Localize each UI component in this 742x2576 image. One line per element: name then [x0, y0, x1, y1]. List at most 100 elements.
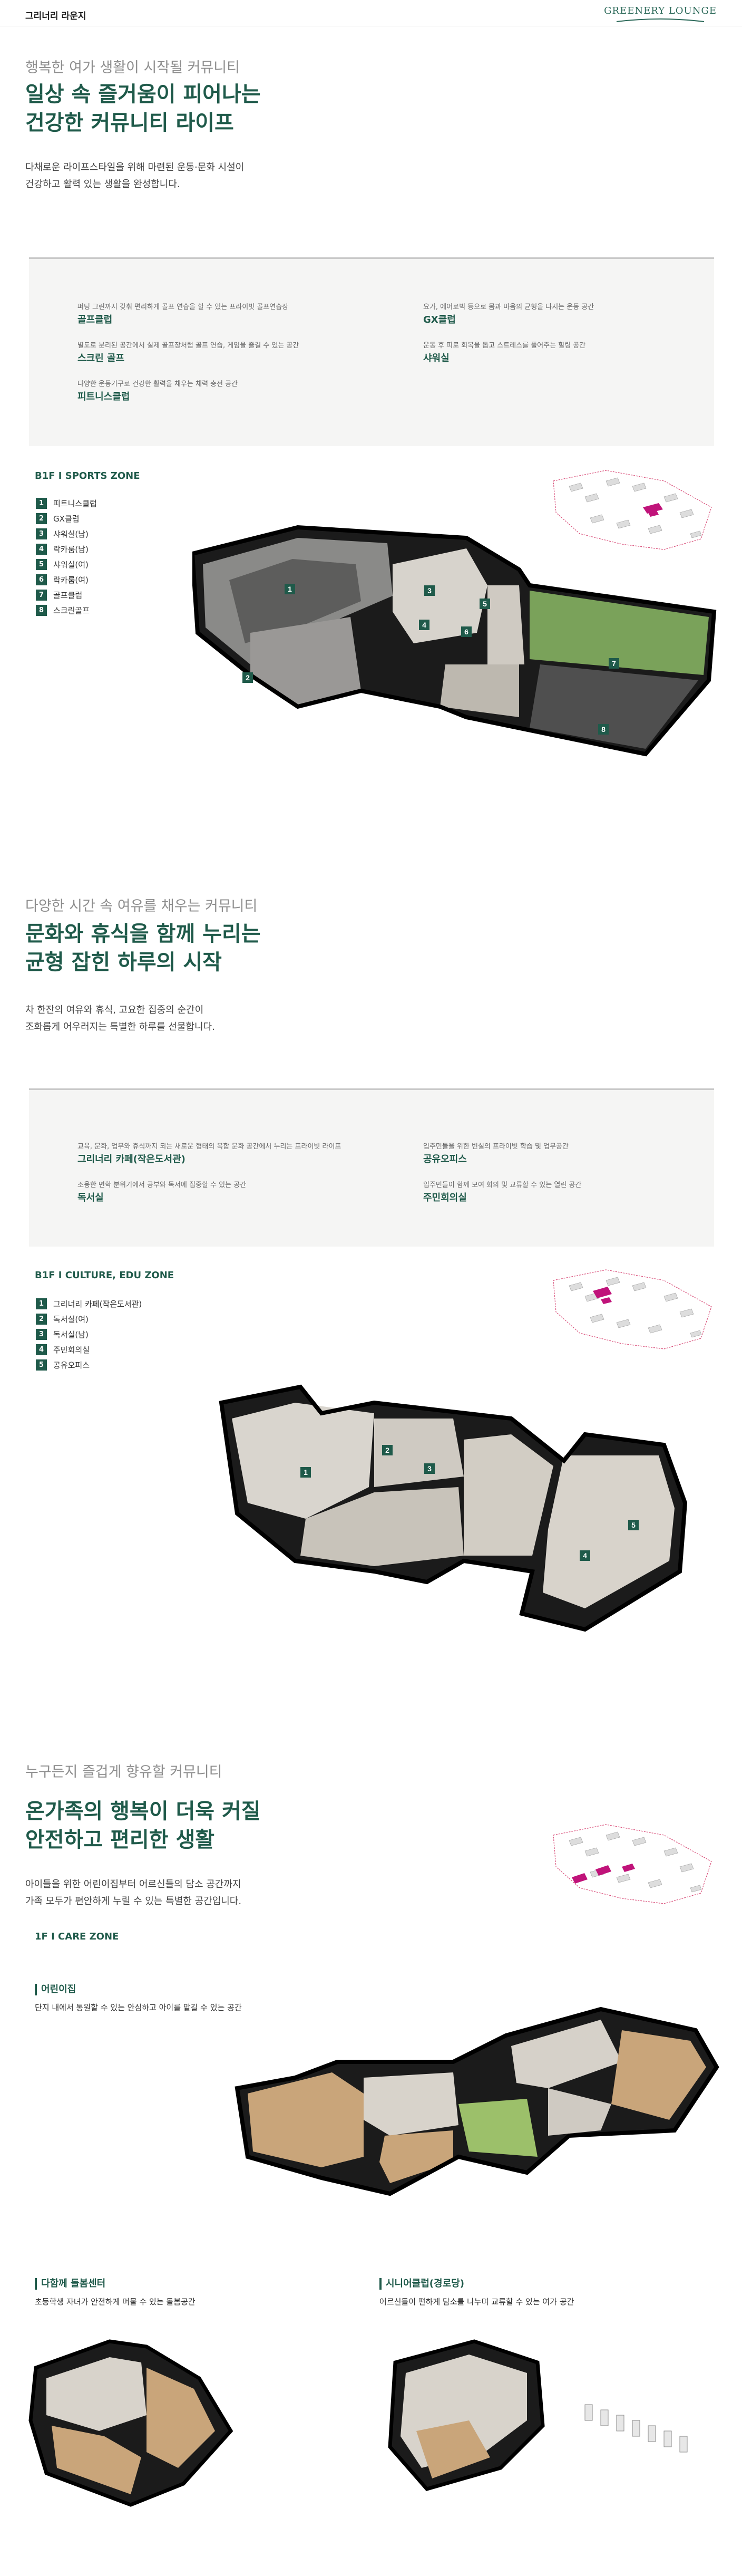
svg-text:2: 2 — [385, 1446, 389, 1454]
legend-label: 독서실(남) — [53, 1330, 89, 1339]
care-description: 아이들을 위한 어린이집부터 어르신들의 담소 공간까지 가족 모두가 편안하게… — [25, 1876, 241, 1910]
culture-desc-line-1: 차 한잔의 여유와 휴식, 고요한 집중의 순간이 — [25, 1005, 204, 1016]
legend-number: 4 — [36, 544, 47, 555]
facility-sub: 운동 후 피로 회복을 돕고 스트레스를 풀어주는 힐링 공간 — [423, 342, 586, 350]
legend-item: 2 독서실(여) — [36, 1311, 142, 1327]
daycare-floor-plan — [232, 1999, 722, 2210]
facility-item: 입주민들이 함께 모여 회의 및 교류할 수 있는 열린 공간 주민회의실 — [423, 1180, 581, 1205]
legend-label: 그리너리 카페(작은도서관) — [53, 1299, 142, 1309]
brand-swoosh-icon — [616, 18, 705, 22]
svg-text:1: 1 — [288, 585, 292, 593]
legend-number: 7 — [36, 590, 47, 601]
legend-item: 3 샤워실(남) — [36, 526, 97, 542]
sports-zone-title: B1F I SPORTS ZONE — [35, 470, 140, 481]
legend-item: 3 독서실(남) — [36, 1327, 142, 1342]
facility-name: 그리너리 카페(작은도서관) — [77, 1154, 186, 1165]
facility-sub: 교육, 문화, 업무와 휴식까지 되는 새로운 형태의 복합 문화 공간에서 누… — [77, 1143, 341, 1151]
sports-key-plan-map — [543, 465, 722, 555]
legend-item: 6 락카룸(여) — [36, 572, 97, 587]
facility-item: 운동 후 피로 회복을 돕고 스트레스를 풀어주는 힐링 공간 샤워실 — [423, 341, 585, 366]
legend-label: 샤워실(여) — [53, 560, 89, 570]
legend-number: 5 — [36, 559, 47, 570]
svg-text:1: 1 — [304, 1468, 308, 1477]
legend-label: 샤워실(남) — [53, 529, 89, 539]
facility-item: 별도로 분리된 공간에서 실제 골프장처럼 골프 연습, 게임을 즐길 수 있는… — [77, 341, 299, 366]
legend-item: 4 락카룸(남) — [36, 542, 97, 557]
facility-name: 독서실 — [77, 1192, 104, 1203]
facility-item: 요가, 에어로빅 등으로 몸과 마음의 균형을 다지는 운동 공간 GX클럽 — [423, 302, 594, 327]
legend-label: 독서실(여) — [53, 1315, 89, 1324]
legend-number: 2 — [36, 1314, 47, 1325]
culture-kicker: 다양한 시간 속 여유를 채우는 커뮤니티 — [25, 898, 258, 914]
legend-label: 락카룸(남) — [53, 545, 89, 554]
legend-label: 공유오피스 — [53, 1361, 90, 1370]
legend-label: 스크린골프 — [53, 606, 90, 615]
culture-headline-line-2: 균형 잡힌 하루의 시작 — [25, 950, 222, 975]
facility-sub: 요가, 에어로빅 등으로 몸과 마음의 균형을 다지는 운동 공간 — [423, 303, 594, 311]
legend-item: 8 스크린골프 — [36, 603, 97, 618]
carecenter-name: 다함께 돌봄센터 — [35, 2278, 196, 2290]
svg-text:2: 2 — [246, 673, 250, 682]
facility-name: 골프클럽 — [77, 314, 113, 325]
care-zone-title: 1F I CARE ZONE — [35, 1931, 119, 1942]
culture-zone-title: B1F I CULTURE, EDU ZONE — [35, 1270, 174, 1281]
sports-headline: 일상 속 즐거움이 피어나는 건강한 커뮤니티 라이프 — [25, 80, 261, 137]
sports-desc-line-1: 다채로운 라이프스타일을 위해 마련된 운동·문화 시설이 — [25, 162, 245, 173]
legend-number: 8 — [36, 605, 47, 616]
legend-item: 7 골프클럽 — [36, 587, 97, 603]
legend-number: 3 — [36, 528, 47, 539]
facility-sub: 조용한 면학 분위기에서 공부와 독서에 집중할 수 있는 공간 — [77, 1181, 247, 1189]
svg-text:4: 4 — [422, 621, 426, 629]
culture-headline-line-1: 문화와 휴식을 함께 누리는 — [25, 921, 261, 946]
facility-sub: 다양한 운동기구로 건강한 활력을 채우는 체력 충전 공간 — [77, 380, 238, 388]
legend-label: 락카룸(여) — [53, 575, 89, 585]
legend-item: 1 그리너리 카페(작은도서관) — [36, 1296, 142, 1311]
daycare-name: 어린이집 — [35, 1984, 242, 1995]
legend-label: GX클럽 — [53, 514, 80, 524]
svg-text:5: 5 — [631, 1521, 636, 1529]
legend-label: 피트니스클럽 — [53, 499, 97, 508]
top-bar: 그리너리 라운지 GREENERY LOUNGE — [0, 0, 742, 26]
legend-item: 5 샤워실(여) — [36, 557, 97, 572]
legend-label: 골프클럽 — [53, 591, 83, 600]
facility-item: 조용한 면학 분위기에서 공부와 독서에 집중할 수 있는 공간 독서실 — [77, 1180, 246, 1205]
facility-sub: 퍼팅 그린까지 갖춰 편리하게 골프 연습을 할 수 있는 프라이빗 골프연습장 — [77, 303, 289, 311]
sports-floor-plan: 1 2 3 4 5 6 7 8 — [192, 506, 717, 791]
senior-description: 어르신들이 편하게 담소를 나누며 교류할 수 있는 여가 공간 — [379, 2297, 574, 2307]
carecenter-description: 초등학생 자녀가 안전하게 머물 수 있는 돌봄공간 — [35, 2297, 196, 2307]
page-title: 그리너리 라운지 — [25, 11, 86, 22]
care-headline-line-2: 안전하고 편리한 생활 — [25, 1827, 215, 1852]
care-key-plan-map — [543, 1819, 722, 1909]
svg-text:3: 3 — [427, 1464, 432, 1473]
daycare-description: 단지 내에서 통원할 수 있는 안심하고 아이를 맡길 수 있는 공간 — [35, 2003, 242, 2012]
svg-text:3: 3 — [427, 586, 432, 595]
daycare-block: 어린이집 단지 내에서 통원할 수 있는 안심하고 아이를 맡길 수 있는 공간 — [35, 1984, 242, 2013]
care-kicker: 누구든지 즐겁게 향유할 커뮤니티 — [25, 1764, 222, 1780]
sports-desc-line-2: 건강하고 활력 있는 생활을 완성합니다. — [25, 179, 180, 190]
facility-name: 샤워실 — [423, 353, 450, 364]
facility-item: 입주민들을 위한 빈실의 프라이빗 학습 및 업무공간 공유오피스 — [423, 1142, 569, 1167]
legend-number: 5 — [36, 1359, 47, 1371]
care-desc-line-2: 가족 모두가 편안하게 누릴 수 있는 특별한 공간입니다. — [25, 1896, 242, 1907]
facility-name: GX클럽 — [423, 314, 456, 325]
svg-text:8: 8 — [601, 725, 606, 734]
sports-description: 다채로운 라이프스타일을 위해 마련된 운동·문화 시설이 건강하고 활력 있는… — [25, 159, 244, 193]
svg-text:4: 4 — [583, 1551, 587, 1560]
senior-floor-plan — [379, 2331, 722, 2510]
facility-name: 주민회의실 — [423, 1192, 467, 1203]
facility-item: 교육, 문화, 업무와 휴식까지 되는 새로운 형태의 복합 문화 공간에서 누… — [77, 1142, 341, 1167]
svg-text:7: 7 — [612, 659, 616, 668]
legend-number: 6 — [36, 574, 47, 585]
legend-number: 1 — [36, 1298, 47, 1309]
care-headline: 온가족의 행복이 더욱 커질 안전하고 편리한 생활 — [25, 1797, 261, 1854]
legend-item: 5 공유오피스 — [36, 1357, 142, 1373]
legend-number: 3 — [36, 1329, 47, 1340]
svg-text:6: 6 — [464, 628, 468, 636]
legend-number: 1 — [36, 498, 47, 509]
legend-item: 1 피트니스클럽 — [36, 496, 97, 511]
svg-text:5: 5 — [483, 600, 487, 608]
facility-item: 퍼팅 그린까지 갖춰 편리하게 골프 연습을 할 수 있는 프라이빗 골프연습장… — [77, 302, 288, 327]
